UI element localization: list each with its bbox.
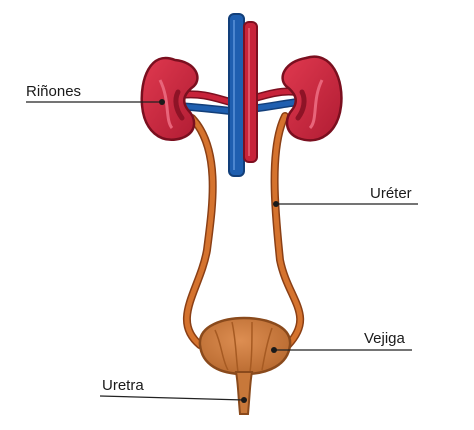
right-kidney bbox=[281, 55, 343, 142]
leader-dots bbox=[159, 99, 279, 403]
great-vessels bbox=[228, 13, 258, 177]
ureter-label: Uréter bbox=[370, 185, 412, 202]
urethra-label: Uretra bbox=[102, 377, 144, 394]
left-kidney bbox=[140, 56, 199, 141]
aorta bbox=[243, 21, 258, 163]
urethra bbox=[234, 371, 254, 415]
urethra-leader bbox=[99, 395, 245, 401]
leader-lines bbox=[26, 101, 418, 401]
vena-cava bbox=[228, 13, 245, 177]
kidneys-label: Riñones bbox=[26, 83, 81, 100]
ureters bbox=[182, 112, 304, 349]
bladder-label: Vejiga bbox=[364, 330, 406, 347]
bladder bbox=[198, 316, 292, 376]
